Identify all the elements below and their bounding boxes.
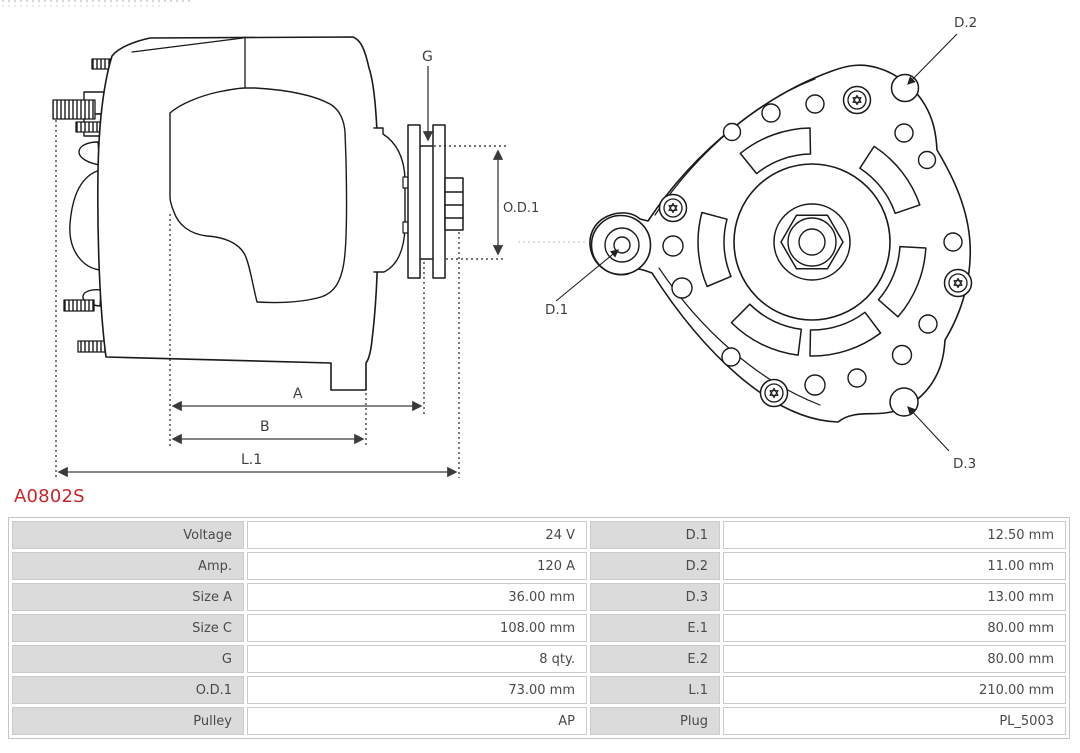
spec-value-cell: 73.00 mm — [247, 676, 587, 704]
dim-label-a: A — [293, 386, 303, 402]
spec-value-cell: PL_5003 — [723, 707, 1066, 735]
pulley — [407, 124, 464, 279]
spec-label-cell: D.2 — [590, 552, 720, 580]
vent-holes — [662, 94, 963, 396]
dim-label-g: G — [422, 49, 433, 65]
dim-label-b: B — [260, 419, 270, 435]
spec-label-cell: L.1 — [590, 676, 720, 704]
front-bracket-hub — [373, 127, 406, 273]
spec-label-cell: E.1 — [590, 614, 720, 642]
scan-artifact-top — [2, 0, 192, 2]
dim-label-od1: O.D.1 — [503, 201, 539, 216]
side-view — [52, 36, 464, 391]
spec-value-cell: 12.50 mm — [723, 521, 1066, 549]
rear-view-callouts: D.2 D.1 D.3 — [545, 15, 977, 472]
mounting-ear-d1 — [590, 214, 652, 276]
spec-label-cell: Voltage — [12, 521, 244, 549]
callout-label-d2: D.2 — [954, 15, 977, 31]
rear-cover-seam — [131, 37, 244, 53]
spec-label-cell: O.D.1 — [12, 676, 244, 704]
dim-label-l1: L.1 — [241, 452, 262, 468]
part-number: A0802S — [14, 486, 85, 507]
leader-d3 — [907, 406, 950, 452]
rear-view — [589, 64, 973, 423]
spec-value-cell: 11.00 mm — [723, 552, 1066, 580]
spec-value-cell: AP — [247, 707, 587, 735]
callout-label-d3: D.3 — [953, 456, 976, 472]
dimension-lines — [57, 66, 504, 478]
spec-label-cell: D.1 — [590, 521, 720, 549]
spec-value-cell: 80.00 mm — [723, 645, 1066, 673]
hole-d2 — [890, 73, 920, 103]
spec-value-cell: 36.00 mm — [247, 583, 587, 611]
spec-label-cell: Size C — [12, 614, 244, 642]
hole-d3 — [889, 387, 919, 417]
spec-label-cell: Plug — [590, 707, 720, 735]
spec-value-cell: 24 V — [247, 521, 587, 549]
spec-value-cell: 108.00 mm — [247, 614, 587, 642]
threaded-studs — [52, 58, 111, 353]
terminal-cover-bumps — [69, 141, 102, 307]
vent-slots — [697, 127, 927, 357]
spec-value-cell: 80.00 mm — [723, 614, 1066, 642]
spec-value-cell: 8 qty. — [247, 645, 587, 673]
alternator-technical-drawing: G O.D.1 A B L.1 — [52, 15, 977, 478]
leader-d2 — [907, 33, 958, 85]
spec-value-cell: 210.00 mm — [723, 676, 1066, 704]
spec-label-cell: Size A — [12, 583, 244, 611]
spec-label-cell: Amp. — [12, 552, 244, 580]
shaft-center — [798, 228, 826, 256]
extension-lines — [55, 120, 506, 478]
hole-d1 — [613, 236, 631, 254]
spec-value-cell: 120 A — [247, 552, 587, 580]
spec-value-cell: 13.00 mm — [723, 583, 1066, 611]
spec-label-cell: G — [12, 645, 244, 673]
leader-d1 — [555, 249, 619, 302]
spec-label-cell: Pulley — [12, 707, 244, 735]
rotor-hub — [733, 163, 891, 321]
pulley-shaft-end — [444, 177, 464, 231]
stator-contour — [169, 87, 348, 304]
side-view-dimensions: G O.D.1 A B L.1 — [55, 49, 585, 478]
spec-label-cell: E.2 — [590, 645, 720, 673]
alternator-body-outline — [97, 36, 380, 391]
callout-label-d1: D.1 — [545, 302, 568, 318]
scan-artifact-top-2 — [2, 5, 162, 7]
spec-label-cell: D.3 — [590, 583, 720, 611]
